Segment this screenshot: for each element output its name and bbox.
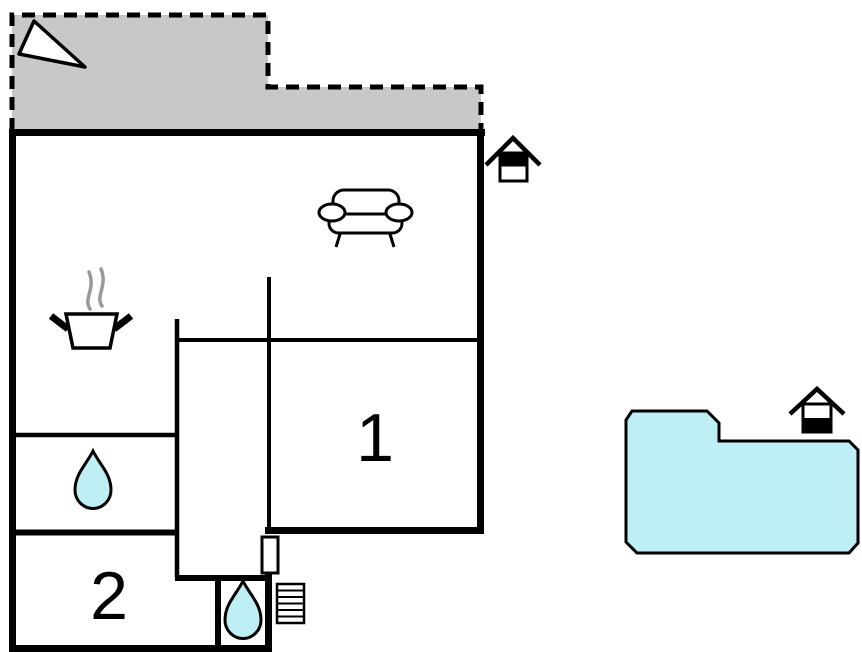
water-drop-icon-1: [73, 447, 113, 510]
room2-label: 2: [90, 558, 128, 634]
pot-handle: [111, 313, 134, 332]
terrace-dashed-border: [9, 12, 484, 131]
steam-line: [86, 270, 93, 311]
pot-handle: [48, 313, 71, 332]
floor-indicator-upper-icon: [484, 134, 542, 183]
sofa-armrest: [317, 202, 347, 223]
sofa-icon: [317, 188, 414, 248]
steam-line: [98, 267, 105, 308]
door-marker: [260, 535, 280, 575]
north-arrow-icon: [17, 19, 87, 69]
water-drop-icon-2: [223, 577, 263, 640]
house-roof: [484, 134, 542, 167]
interior-walls: [12, 277, 480, 648]
cooking-pot-icon: [48, 267, 134, 350]
sofa-seat: [327, 212, 404, 235]
room1-label: 1: [356, 400, 394, 476]
exterior-walls: [9, 129, 485, 652]
house-lower-level: [801, 418, 833, 434]
pool-shape: [624, 409, 860, 555]
floor-indicator-lower-icon: [788, 385, 846, 434]
sofa-armrest: [384, 202, 414, 223]
terrace-area: [9, 12, 484, 131]
house-roof: [788, 385, 846, 416]
pot-body: [63, 312, 120, 350]
stairs-icon: [275, 582, 306, 625]
house-upper-level: [498, 151, 529, 167]
terrace-fill: [12, 15, 481, 131]
